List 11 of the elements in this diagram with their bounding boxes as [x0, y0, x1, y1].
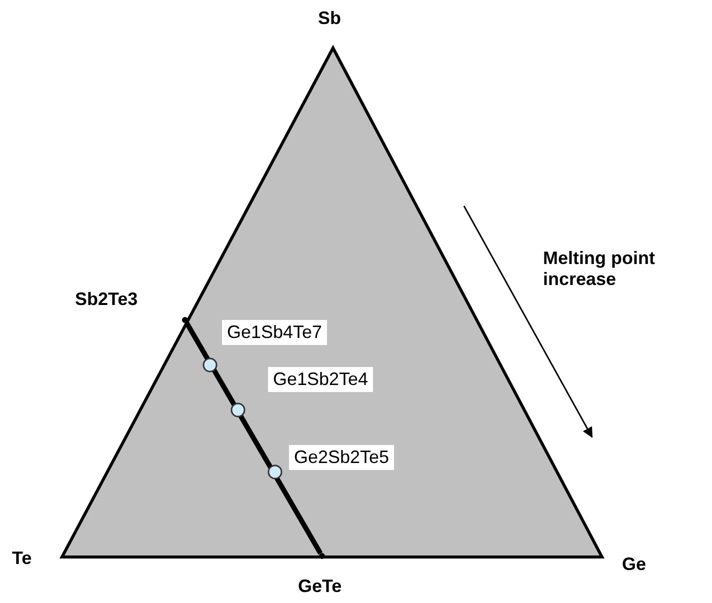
tie-line [184, 321, 323, 555]
compound-label: GeTe [298, 576, 342, 597]
composition-label: Ge1Sb4Te7 [222, 320, 328, 345]
vertex-label: Sb [318, 8, 342, 29]
composition-label: Ge2Sb2Te5 [289, 445, 394, 470]
vertex-label: Te [12, 548, 32, 569]
end-point [182, 317, 188, 323]
composition-label: Ge1Sb2Te4 [268, 367, 374, 392]
annotation-text: Melting point increase [543, 248, 656, 290]
vertex-label: Ge [622, 554, 646, 575]
compound-label: Sb2Te3 [75, 289, 138, 310]
